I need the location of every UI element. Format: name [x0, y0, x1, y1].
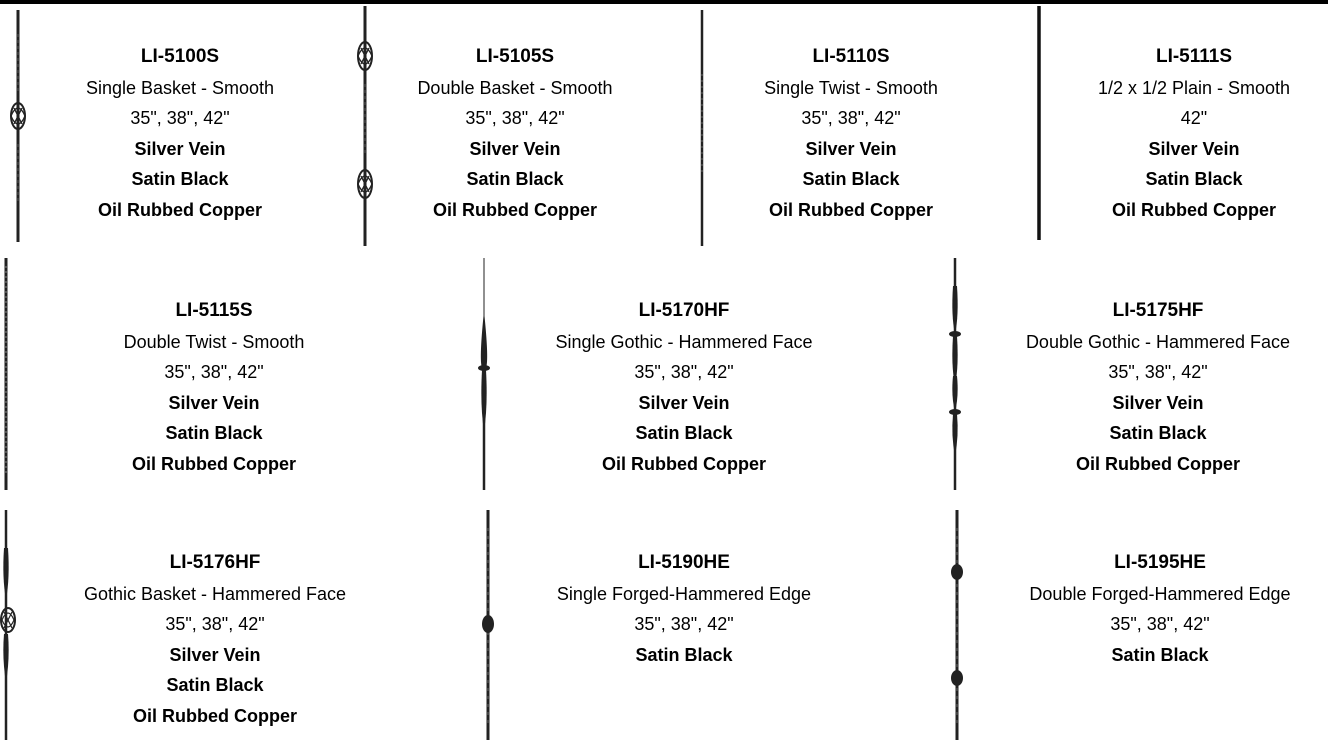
finish-satin-black: Satin Black — [166, 675, 264, 695]
finish-satin-black: Satin Black — [466, 169, 564, 189]
single-forged-baluster-icon — [482, 510, 494, 740]
double-twist-baluster-icon — [4, 258, 8, 490]
product-name: 1/2 x 1/2 Plain - Smooth — [1097, 77, 1291, 98]
finish-satin-black: Satin Black — [165, 423, 263, 443]
finish-satin-black: Satin Black — [635, 423, 733, 443]
product-row-1: LI-5100S Single Basket - Smooth 35", 38"… — [0, 4, 1328, 248]
single-basket-baluster-icon — [10, 10, 26, 242]
finish-silver-vein: Silver Vein — [1112, 392, 1204, 413]
finish-satin-black: Satin Black — [1109, 423, 1207, 443]
product-info: LI-5111S 1/2 x 1/2 Plain - Smooth 42" Si… — [1064, 42, 1324, 225]
top-border — [0, 0, 1328, 4]
product-sizes: 35", 38", 42" — [165, 614, 265, 634]
finish-silver-vein: Silver Vein — [168, 392, 260, 413]
finish-oil-rubbed-copper: Oil Rubbed Copper — [132, 453, 296, 474]
product-sizes: 35", 38", 42" — [801, 108, 901, 128]
single-gothic-baluster-icon — [478, 258, 490, 490]
double-gothic-baluster-icon — [949, 258, 961, 490]
product-code: LI-5100S — [140, 46, 220, 67]
product-row-2: LI-5115S Double Twist - Smooth 35", 38",… — [0, 256, 1328, 496]
gothic-basket-baluster-icon — [0, 510, 16, 740]
product-name: Double Gothic - Hammered Face — [1025, 331, 1291, 352]
finish-oil-rubbed-copper: Oil Rubbed Copper — [433, 199, 597, 220]
single-twist-baluster-icon — [700, 10, 704, 246]
product-name: Single Gothic - Hammered Face — [555, 331, 813, 352]
product-info: LI-5100S Single Basket - Smooth 35", 38"… — [60, 42, 300, 225]
finish-oil-rubbed-copper: Oil Rubbed Copper — [602, 453, 766, 474]
finish-oil-rubbed-copper: Oil Rubbed Copper — [133, 705, 297, 726]
product-sizes: 35", 38", 42" — [1108, 362, 1208, 382]
finish-silver-vein: Silver Vein — [169, 644, 261, 665]
product-card: LI-5100S Single Basket - Smooth 35", 38"… — [0, 4, 360, 248]
product-code: LI-5176HF — [169, 552, 261, 573]
finish-satin-black: Satin Black — [1111, 644, 1209, 665]
product-code: LI-5111S — [1155, 46, 1233, 67]
product-card: LI-5170HF Single Gothic - Hammered Face … — [474, 256, 934, 496]
product-sizes: 35", 38", 42" — [130, 108, 230, 128]
finish-silver-vein: Silver Vein — [805, 138, 897, 159]
product-code: LI-5190HE — [638, 552, 730, 573]
product-info: LI-5195HE Double Forged-Hammered Edge 35… — [995, 548, 1325, 670]
finish-silver-vein: Silver Vein — [469, 138, 561, 159]
product-info: LI-5175HF Double Gothic - Hammered Face … — [993, 296, 1323, 479]
finish-satin-black: Satin Black — [635, 644, 733, 665]
product-code: LI-5115S — [175, 300, 253, 321]
product-sizes: 42" — [1180, 108, 1208, 128]
finish-oil-rubbed-copper: Oil Rubbed Copper — [98, 199, 262, 220]
product-name: Single Basket - Smooth — [85, 77, 275, 98]
product-card: LI-5175HF Double Gothic - Hammered Face … — [945, 256, 1328, 496]
product-info: LI-5110S Single Twist - Smooth 35", 38",… — [731, 42, 971, 225]
finish-oil-rubbed-copper: Oil Rubbed Copper — [1076, 453, 1240, 474]
product-name: Gothic Basket - Hammered Face — [83, 583, 347, 604]
product-code: LI-5110S — [812, 46, 890, 67]
product-card: LI-5110S Single Twist - Smooth 35", 38",… — [695, 4, 1035, 248]
double-forged-baluster-icon — [951, 510, 963, 740]
product-sizes: 35", 38", 42" — [634, 614, 734, 634]
product-info: LI-5170HF Single Gothic - Hammered Face … — [524, 296, 844, 479]
double-basket-baluster-icon — [357, 6, 373, 246]
product-sizes: 35", 38", 42" — [465, 108, 565, 128]
product-code: LI-5195HE — [1114, 552, 1206, 573]
product-code: LI-5170HF — [638, 300, 730, 321]
product-sizes: 35", 38", 42" — [634, 362, 734, 382]
product-row-3: LI-5176HF Gothic Basket - Hammered Face … — [0, 508, 1328, 742]
product-sizes: 35", 38", 42" — [1110, 614, 1210, 634]
product-name: Double Basket - Smooth — [417, 77, 613, 98]
product-card: LI-5176HF Gothic Basket - Hammered Face … — [0, 508, 420, 742]
product-card: LI-5111S 1/2 x 1/2 Plain - Smooth 42" Si… — [1032, 4, 1328, 248]
product-sizes: 35", 38", 42" — [164, 362, 264, 382]
product-card: LI-5195HE Double Forged-Hammered Edge 35… — [947, 508, 1328, 742]
product-card: LI-5115S Double Twist - Smooth 35", 38",… — [0, 256, 420, 496]
finish-silver-vein: Silver Vein — [134, 138, 226, 159]
product-info: LI-5176HF Gothic Basket - Hammered Face … — [50, 548, 380, 731]
product-code: LI-5105S — [475, 46, 555, 67]
product-info: LI-5115S Double Twist - Smooth 35", 38",… — [94, 296, 334, 479]
finish-satin-black: Satin Black — [802, 169, 900, 189]
finish-silver-vein: Silver Vein — [638, 392, 730, 413]
finish-satin-black: Satin Black — [131, 169, 229, 189]
finish-oil-rubbed-copper: Oil Rubbed Copper — [1112, 199, 1276, 220]
product-info: LI-5190HE Single Forged-Hammered Edge 35… — [524, 548, 844, 670]
finish-satin-black: Satin Black — [1145, 169, 1243, 189]
product-name: Single Forged-Hammered Edge — [556, 583, 812, 604]
product-name: Double Forged-Hammered Edge — [1029, 583, 1291, 604]
product-card: LI-5190HE Single Forged-Hammered Edge 35… — [478, 508, 938, 742]
finish-silver-vein: Silver Vein — [1148, 138, 1240, 159]
product-code: LI-5175HF — [1112, 300, 1204, 321]
product-name: Single Twist - Smooth — [764, 77, 938, 98]
product-info: LI-5105S Double Basket - Smooth 35", 38"… — [395, 42, 635, 225]
plain-baluster-icon — [1037, 6, 1041, 240]
product-name: Double Twist - Smooth — [123, 331, 305, 352]
finish-oil-rubbed-copper: Oil Rubbed Copper — [769, 199, 933, 220]
product-card: LI-5105S Double Basket - Smooth 35", 38"… — [355, 4, 695, 248]
